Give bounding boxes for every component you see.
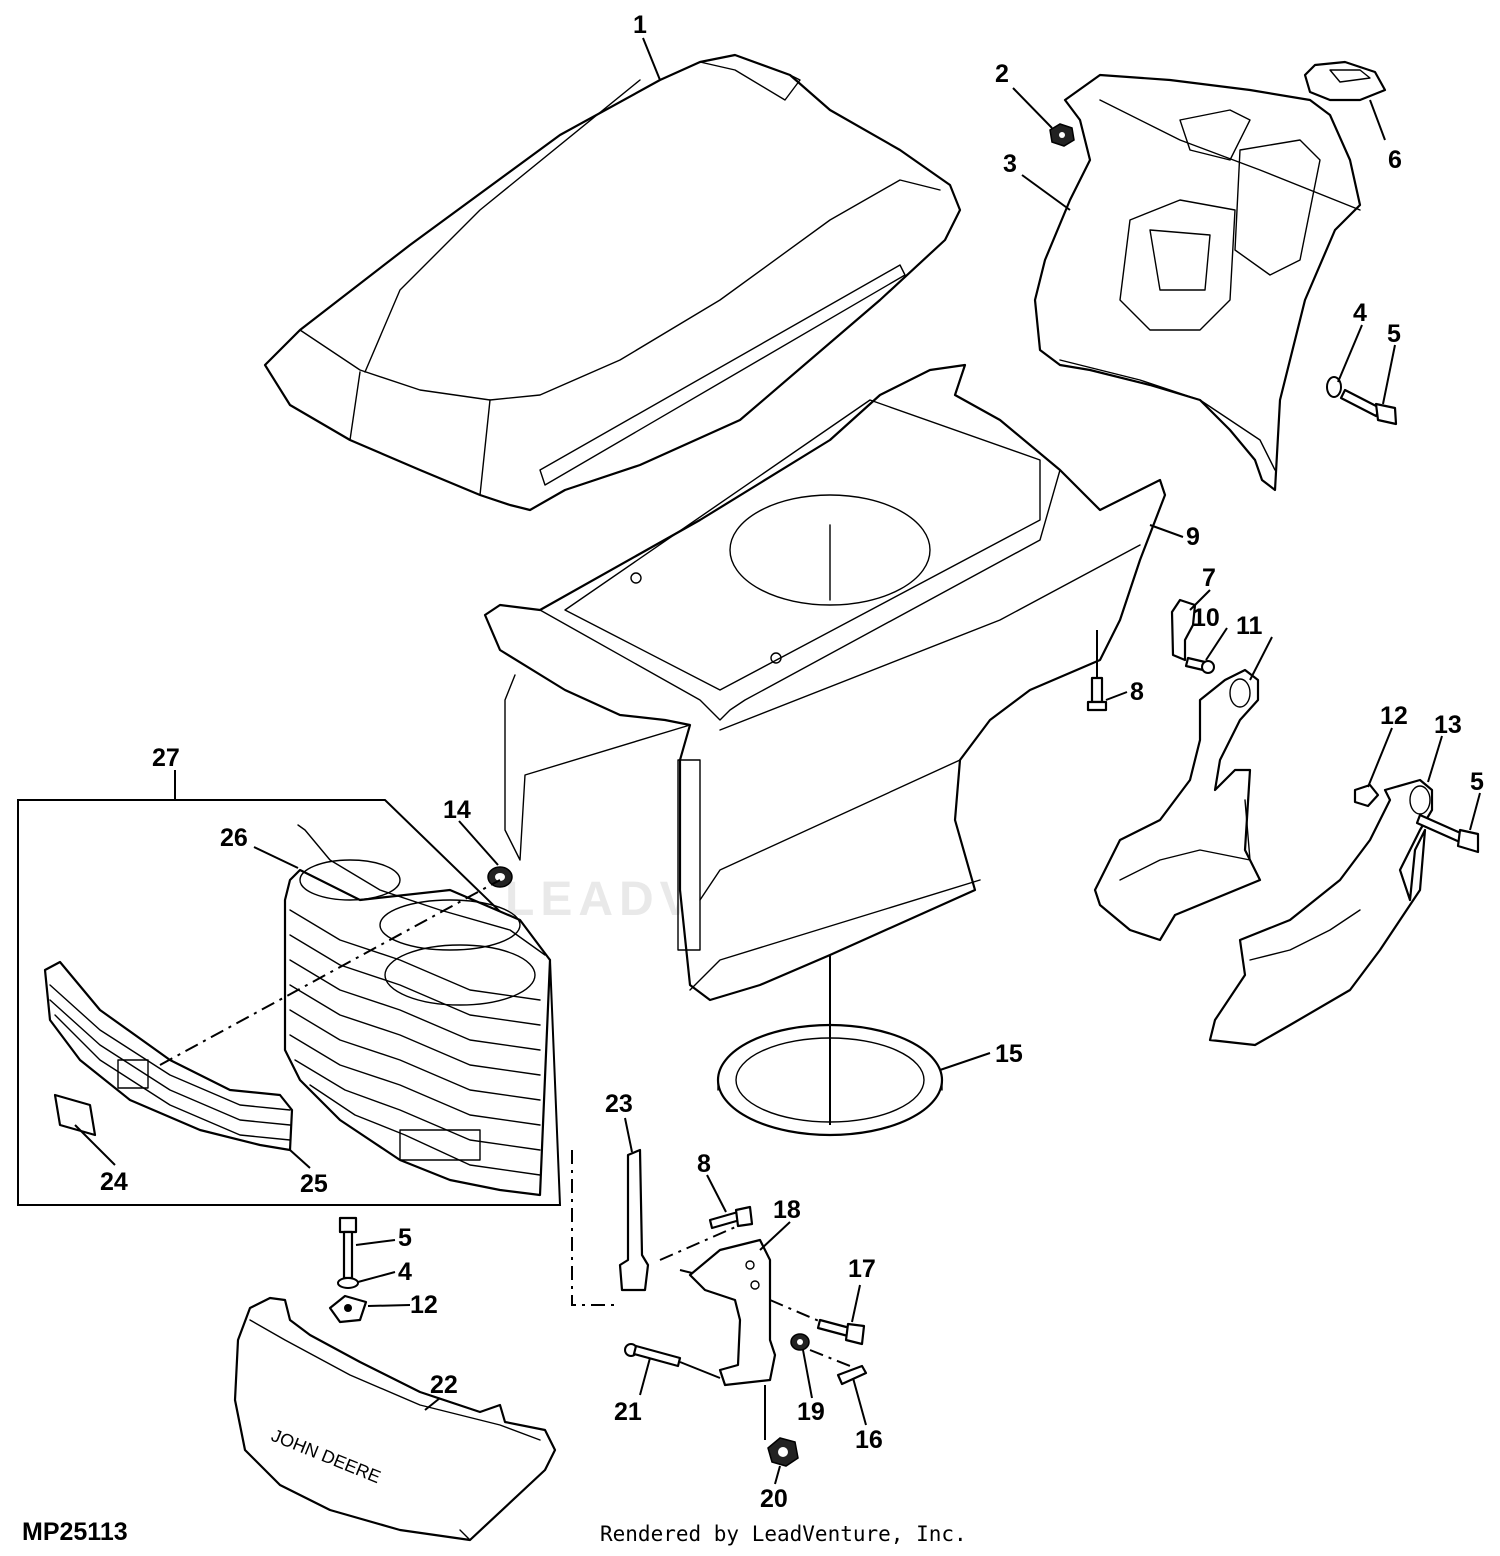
nut-part-2[interactable]	[1049, 123, 1075, 147]
callout-11: 11	[1236, 612, 1263, 640]
nut-part-12-right[interactable]	[1353, 783, 1380, 808]
bolt-part-21[interactable]	[624, 1343, 721, 1379]
callout-21: 21	[614, 1398, 642, 1426]
callout-20: 20	[760, 1485, 788, 1513]
callout-9: 9	[1186, 523, 1200, 551]
ring-part-15[interactable]	[716, 955, 944, 1137]
clip-part-7[interactable]	[1170, 598, 1197, 662]
callout-12: 12	[1380, 702, 1408, 730]
side-panel-part-11[interactable]	[1093, 668, 1262, 942]
callout-13: 13	[1434, 711, 1462, 739]
assembly-box-part-27	[17, 770, 562, 1206]
screw-part-10[interactable]	[1184, 656, 1215, 674]
bracket-part-18[interactable]	[688, 1238, 777, 1387]
callout-3: 3	[1003, 150, 1017, 178]
bolt-part-8-upper[interactable]	[1086, 630, 1108, 712]
callout-14: 14	[443, 796, 471, 824]
callout-leaders	[74, 37, 1481, 1485]
bolt-part-8-lower[interactable]	[708, 1205, 754, 1230]
callout-16: 16	[855, 1426, 883, 1454]
label-part-24[interactable]	[53, 1093, 97, 1137]
callout-4: 4	[1353, 299, 1367, 327]
callout-5-lower: 5	[398, 1224, 412, 1252]
bolt-washer-upper-right[interactable]	[1326, 376, 1398, 426]
callout-4-lower: 4	[398, 1258, 412, 1286]
hood-frame-part-9[interactable]	[483, 363, 1167, 1002]
callout-6: 6	[1388, 146, 1402, 174]
hood-part-1[interactable]	[263, 53, 962, 512]
bushing-part-14[interactable]	[487, 866, 513, 888]
callout-18: 18	[773, 1196, 801, 1224]
callout-26: 26	[220, 824, 248, 852]
callout-15: 15	[995, 1040, 1023, 1068]
pin-part-16[interactable]	[836, 1364, 868, 1386]
callout-5-right: 5	[1470, 768, 1484, 796]
washer-part-19[interactable]	[790, 1333, 810, 1351]
dash-panel-part-3[interactable]	[1033, 73, 1362, 492]
knob-part-6[interactable]	[1303, 60, 1387, 102]
callout-27: 27	[152, 744, 180, 772]
bolt-part-17[interactable]	[816, 1318, 866, 1346]
callout-24: 24	[100, 1168, 128, 1196]
callout-1: 1	[633, 11, 647, 39]
callout-5: 5	[1387, 320, 1401, 348]
bumper-part-22[interactable]: JOHN DEERE	[233, 1296, 557, 1542]
callout-labels: 1 2 3 4 5 6 7 8 9 10 11 12 13 5 14 15 27…	[100, 11, 1484, 1513]
callout-17: 17	[848, 1255, 876, 1283]
bolt-stack-lower[interactable]	[328, 1216, 368, 1324]
diagram-reference-code: MP25113	[22, 1518, 128, 1546]
grille-cover-part-25[interactable]	[43, 960, 294, 1152]
bolt-part-5-right[interactable]	[1415, 813, 1480, 854]
callout-23: 23	[605, 1090, 633, 1118]
callout-2: 2	[995, 60, 1009, 88]
grille-part-26[interactable]	[283, 824, 552, 1197]
nut-part-20[interactable]	[764, 1385, 799, 1467]
callout-22: 22	[430, 1371, 458, 1399]
callout-7: 7	[1202, 564, 1216, 592]
callout-10: 10	[1192, 604, 1220, 632]
callout-19: 19	[797, 1398, 825, 1426]
bracket-part-23[interactable]	[618, 1148, 650, 1292]
diagram-credit: Rendered by LeadVenture, Inc.	[600, 1522, 967, 1546]
callout-8-lower: 8	[697, 1150, 711, 1178]
callout-8: 8	[1130, 678, 1144, 706]
callout-25: 25	[300, 1170, 328, 1198]
callout-12-lower: 12	[410, 1291, 438, 1319]
